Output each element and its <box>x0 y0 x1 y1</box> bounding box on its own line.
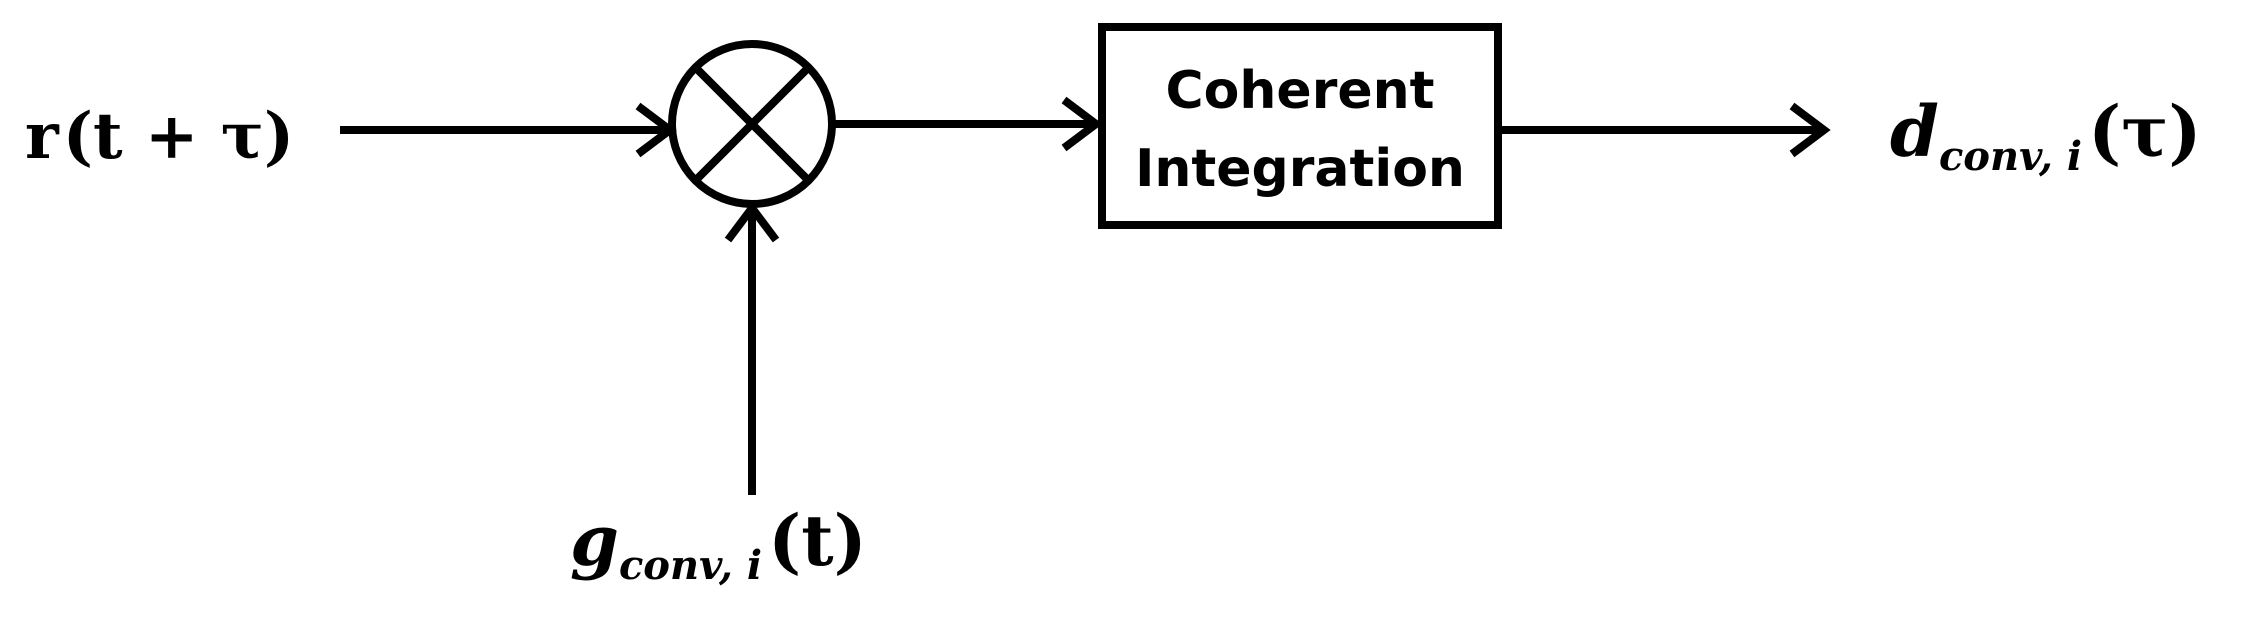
output-arrow <box>1502 102 1831 158</box>
output-signal-subscript: conv, i <box>1939 133 2082 180</box>
multiplier-icon <box>668 40 836 208</box>
output-signal-argument: (τ) <box>2088 90 2201 173</box>
input-arrow <box>340 102 677 158</box>
integration-block-border <box>1098 23 1502 229</box>
reference-signal-label: gconv, i(t) <box>570 499 867 589</box>
coherent-integration-block: Coherent Integration <box>1098 23 1502 229</box>
reference-arrow <box>724 201 780 495</box>
output-signal-label: dconv, i(τ) <box>1890 90 2201 180</box>
reference-signal-subscript: conv, i <box>619 542 762 589</box>
input-signal-base: r <box>25 99 60 174</box>
reference-signal-argument: (t) <box>768 499 867 582</box>
block-label-line2: Integration <box>1135 139 1465 199</box>
input-signal-argument: (t + τ) <box>63 99 294 174</box>
mixer-to-block-arrow <box>832 96 1103 152</box>
block-label-line1: Coherent <box>1166 61 1435 121</box>
reference-signal-base: g <box>570 499 619 582</box>
output-signal-base: d <box>1890 90 1939 173</box>
input-signal-label: r(t + τ) <box>25 99 294 174</box>
